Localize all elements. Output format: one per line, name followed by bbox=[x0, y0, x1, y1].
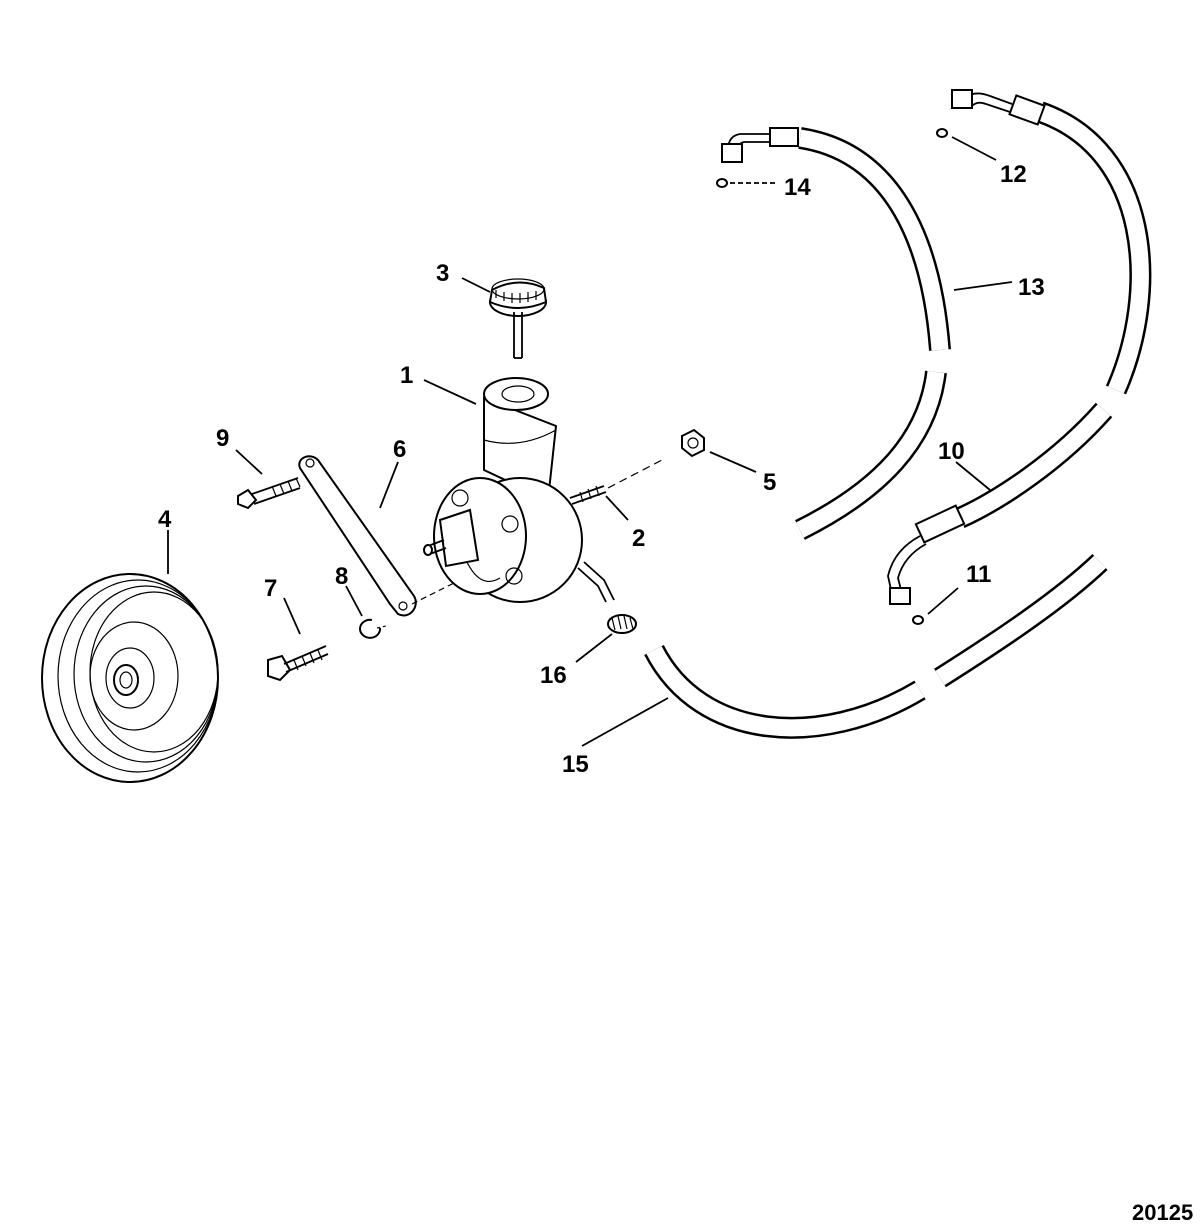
lock-washer-drawing bbox=[359, 618, 387, 639]
dipstick-cap-drawing bbox=[488, 278, 548, 359]
callout-12: 12 bbox=[1000, 161, 1027, 188]
callout-2: 2 bbox=[632, 525, 645, 552]
bolt-7-drawing bbox=[267, 645, 329, 682]
callout-1: 1 bbox=[400, 362, 413, 389]
pulley-drawing bbox=[41, 573, 219, 783]
callout-14: 14 bbox=[784, 174, 811, 201]
hose-15-drawing bbox=[644, 554, 1108, 739]
leader-lines bbox=[167, 136, 1013, 747]
callout-8: 8 bbox=[335, 563, 348, 590]
callout-7: 7 bbox=[264, 575, 277, 602]
callouts: 1 2 3 4 5 6 7 8 9 10 11 12 13 14 15 16 bbox=[158, 161, 1045, 778]
hose-13-drawing bbox=[716, 127, 951, 540]
hose-10-drawing bbox=[887, 89, 1152, 625]
callout-13: 13 bbox=[1018, 274, 1045, 301]
hose-clamp-drawing bbox=[607, 614, 637, 634]
brace-drawing bbox=[298, 455, 461, 617]
callout-15: 15 bbox=[562, 751, 589, 778]
nut-drawing bbox=[681, 428, 705, 458]
callout-3: 3 bbox=[436, 260, 449, 287]
callout-16: 16 bbox=[540, 662, 567, 689]
callout-11: 11 bbox=[966, 561, 991, 588]
callout-5: 5 bbox=[763, 469, 776, 496]
callout-4: 4 bbox=[158, 506, 172, 533]
callout-6: 6 bbox=[393, 436, 406, 463]
callout-10: 10 bbox=[938, 438, 965, 465]
pump-drawing bbox=[423, 377, 663, 603]
callout-9: 9 bbox=[216, 425, 229, 452]
bolt-9-drawing bbox=[237, 477, 301, 510]
figure-number: 20125 bbox=[1132, 1200, 1193, 1225]
